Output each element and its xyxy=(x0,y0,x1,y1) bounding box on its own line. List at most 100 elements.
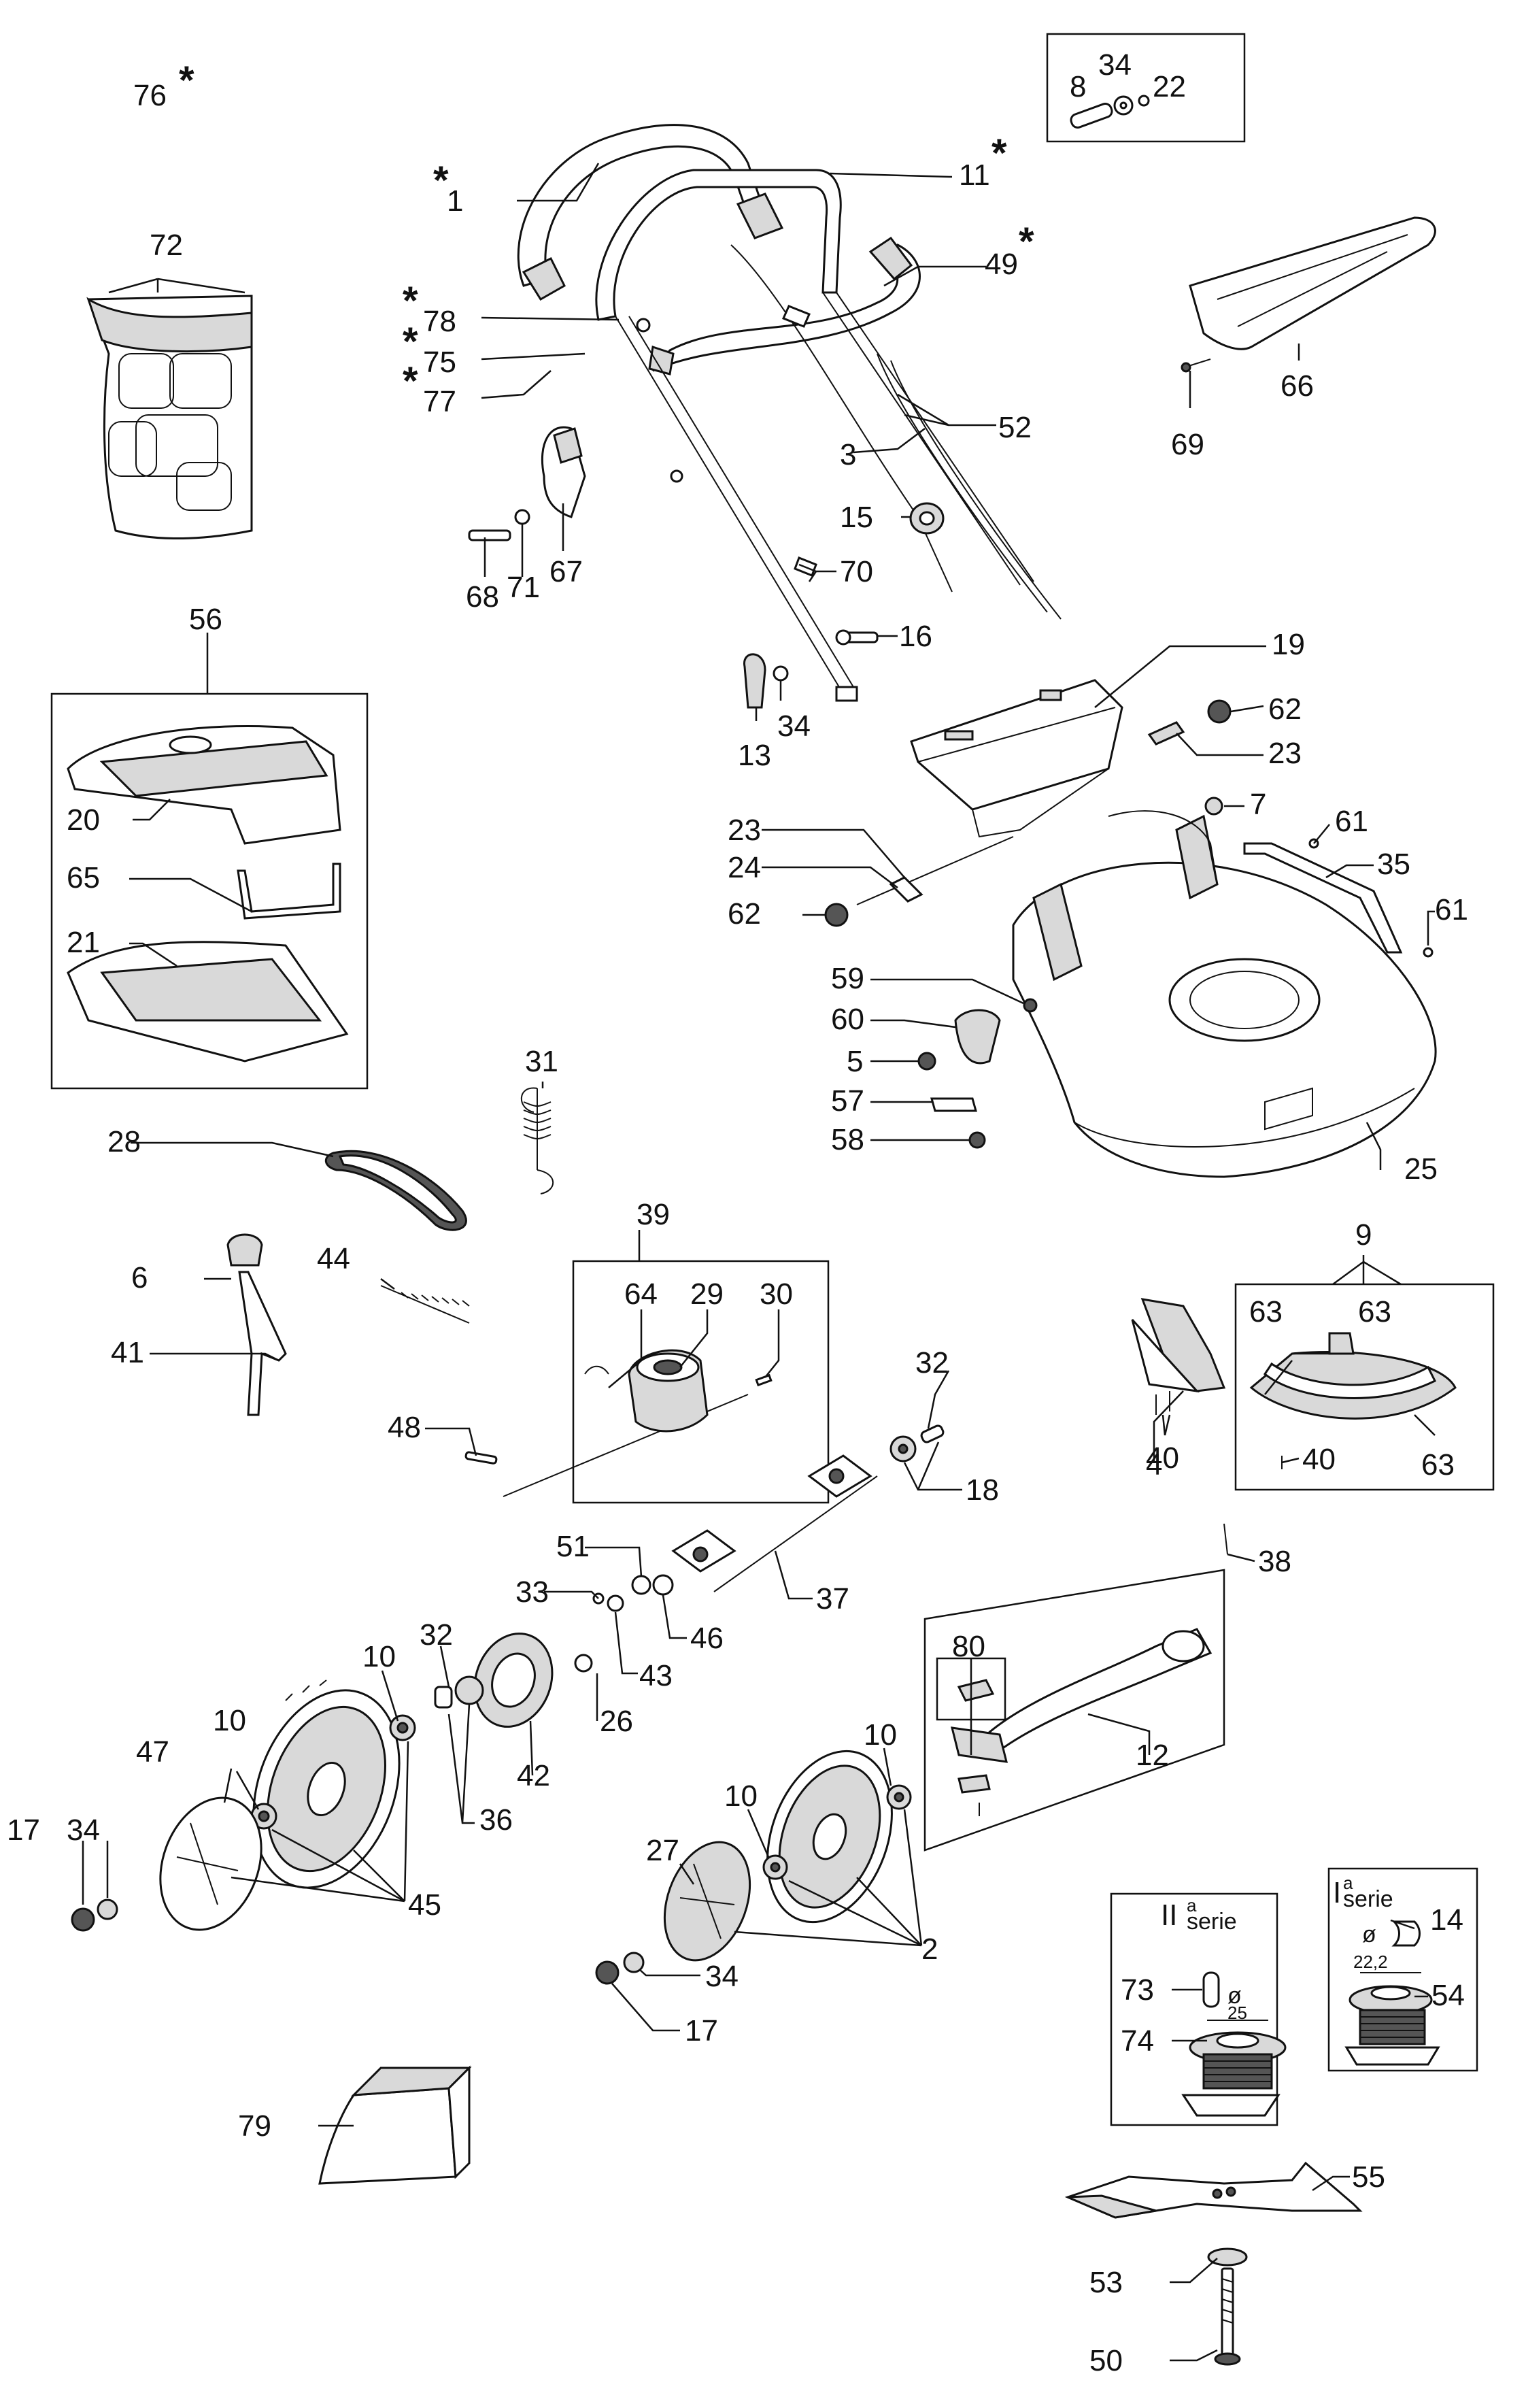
label-34a: 34 xyxy=(1098,48,1132,82)
label-17b: 17 xyxy=(685,2014,718,2047)
label-37: 37 xyxy=(816,1582,849,1616)
label-70: 70 xyxy=(840,555,873,588)
label-23a: 23 xyxy=(1268,737,1302,770)
rear-flap-66 xyxy=(1181,216,1436,373)
screw-38 xyxy=(1223,1523,1228,1555)
label-6: 6 xyxy=(131,1261,148,1294)
series-II-box xyxy=(1110,1892,1287,2126)
label-31: 31 xyxy=(525,1045,558,1078)
pin-48 xyxy=(464,1451,498,1465)
label-63c: 63 xyxy=(1421,1448,1455,1482)
label-76: 76 xyxy=(133,79,167,112)
label-21: 21 xyxy=(67,926,100,959)
label-71: 71 xyxy=(507,571,540,604)
washer-34-right xyxy=(623,1952,645,1973)
label-30: 30 xyxy=(760,1277,793,1311)
label-54: 54 xyxy=(1431,1979,1465,2012)
handle-assembly xyxy=(517,124,1062,702)
series-II-sup: a xyxy=(1187,1895,1197,1916)
label-34d: 34 xyxy=(705,1960,739,1993)
front-axle-37 xyxy=(671,1454,878,1592)
series-I-diam-symbol: ø xyxy=(1362,1922,1376,1947)
bolt-16 xyxy=(835,629,879,646)
spring-31 xyxy=(520,1087,554,1194)
label-24: 24 xyxy=(728,851,761,884)
label-34c: 34 xyxy=(67,1813,100,1847)
label-63a: 63 xyxy=(1249,1295,1283,1328)
label-8: 8 xyxy=(1070,70,1086,103)
leader-lines xyxy=(82,163,1436,2362)
label-1: 1 xyxy=(447,184,463,218)
label-20: 20 xyxy=(67,803,100,837)
label-77: 77 xyxy=(423,385,456,418)
clip-23-right xyxy=(1147,721,1185,746)
label-53: 53 xyxy=(1089,2266,1123,2299)
lever-13 xyxy=(743,653,789,709)
series-II-word: serie xyxy=(1187,1909,1237,1935)
label-26: 26 xyxy=(600,1705,633,1738)
label-55: 55 xyxy=(1352,2160,1385,2194)
series-I-box xyxy=(1327,1867,1478,2072)
label-39: 39 xyxy=(637,1198,670,1231)
wheel-height-lever-60 xyxy=(917,998,1038,1149)
blade-guard-box-9 xyxy=(1234,1283,1495,1491)
front-wheel-2 xyxy=(762,1750,912,1924)
label-72: 72 xyxy=(150,229,183,262)
series-II-diam-value: 25 xyxy=(1227,2003,1247,2023)
label-61a: 61 xyxy=(1335,805,1368,838)
washer-43 xyxy=(607,1594,624,1612)
series-II-diam-symbol: ø xyxy=(1227,1983,1242,2009)
label-25: 25 xyxy=(1404,1152,1438,1186)
series-I-sup: a xyxy=(1343,1873,1353,1893)
label-40a: 40 xyxy=(1146,1441,1179,1475)
label-79: 79 xyxy=(238,2109,271,2143)
label-38: 38 xyxy=(1258,1545,1291,1578)
series-I-roman: I xyxy=(1333,1876,1341,1909)
deflector-4 xyxy=(1131,1298,1226,1415)
star-75: * xyxy=(403,320,418,364)
label-74: 74 xyxy=(1121,2024,1154,2058)
label-69: 69 xyxy=(1171,428,1204,461)
label-59: 59 xyxy=(831,962,864,995)
label-3: 3 xyxy=(840,438,856,471)
pinion-18 xyxy=(889,1424,945,1462)
label-12: 12 xyxy=(1136,1739,1169,1772)
drive-lever-41 xyxy=(226,1233,287,1416)
label-47: 47 xyxy=(136,1735,169,1769)
label-40b: 40 xyxy=(1302,1443,1336,1476)
label-58: 58 xyxy=(831,1123,864,1156)
label-2: 2 xyxy=(921,1933,938,1966)
label-27: 27 xyxy=(646,1834,679,1867)
star-77: * xyxy=(403,359,418,403)
star-1: * xyxy=(433,158,449,203)
label-50: 50 xyxy=(1089,2344,1123,2377)
series-II-caption: II a serie ø 25 xyxy=(1161,1895,1247,2023)
label-28: 28 xyxy=(107,1125,141,1158)
label-11: 11 xyxy=(959,158,990,192)
washer-51 xyxy=(631,1575,651,1595)
label-17a: 17 xyxy=(7,1813,40,1847)
label-56: 56 xyxy=(189,603,222,636)
label-14: 14 xyxy=(1430,1903,1463,1937)
label-61b: 61 xyxy=(1435,893,1468,926)
series-I-word: serie xyxy=(1343,1886,1393,1912)
engine-cover-19 xyxy=(910,679,1123,838)
label-23b: 23 xyxy=(728,814,761,847)
label-65: 65 xyxy=(67,861,100,894)
label-13: 13 xyxy=(738,739,771,772)
washer-26 xyxy=(574,1654,593,1673)
label-10c: 10 xyxy=(864,1718,897,1752)
grass-catcher-56 xyxy=(50,692,369,1090)
label-73: 73 xyxy=(1121,1973,1154,2007)
label-51: 51 xyxy=(556,1530,590,1563)
star-11: * xyxy=(991,131,1007,175)
label-44: 44 xyxy=(317,1242,350,1275)
label-63b: 63 xyxy=(1358,1295,1391,1328)
label-45: 45 xyxy=(408,1888,441,1922)
label-52: 52 xyxy=(998,411,1032,444)
mower-deck-25 xyxy=(1012,797,1437,1178)
series-II-roman: II xyxy=(1161,1899,1177,1932)
rear-wheel-45 xyxy=(250,1679,416,1889)
label-22: 22 xyxy=(1153,70,1186,103)
